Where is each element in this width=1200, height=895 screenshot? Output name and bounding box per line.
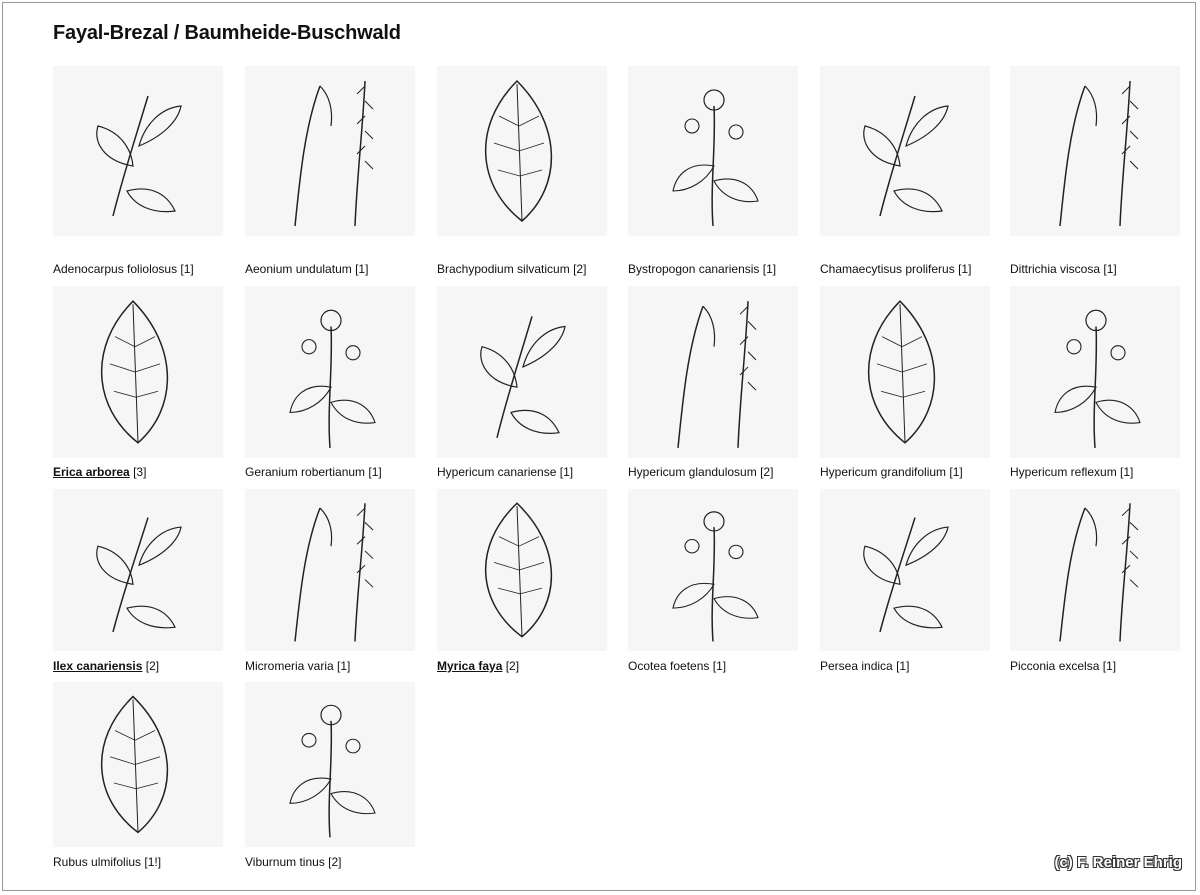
plant-count: [1]	[180, 262, 194, 276]
plant-sketch-dittrichia-viscosa	[1010, 66, 1180, 236]
plant-caption: Hypericum grandifolium [1]	[820, 465, 963, 479]
plant-count: [2]	[760, 465, 774, 479]
plant-count: [1]	[337, 659, 351, 673]
plant-name: Adenocarpus foliolosus	[53, 262, 178, 276]
plant-caption: Persea indica [1]	[820, 659, 909, 673]
plant-count: [1]	[712, 659, 727, 673]
plant-sketch-adenocarpus-foliolosus	[53, 66, 223, 236]
plant-name: Hypericum canariense	[437, 465, 557, 479]
plant-name: Aeonium undulatum	[245, 262, 352, 276]
plant-count: [3]	[133, 465, 147, 479]
plant-sketch-chamaecytisus-proliferus	[820, 66, 990, 236]
plant-name[interactable]: Myrica faya	[437, 659, 503, 673]
plant-caption: Ocotea foetens [1]	[628, 659, 726, 673]
plant-count: [1]	[368, 465, 382, 479]
plant-caption: Bystropogon canariensis [1]	[628, 262, 776, 276]
plant-sketch-hypericum-glandulosum	[628, 286, 798, 458]
plant-sketch-rubus-ulmifolius	[53, 682, 223, 847]
plant-caption: Viburnum tinus [2]	[245, 855, 342, 869]
plant-name: Geranium robertianum	[245, 465, 366, 479]
plant-caption: Hypericum reflexum [1]	[1010, 465, 1133, 479]
plant-caption: Brachypodium silvaticum [2]	[437, 262, 586, 276]
plant-caption[interactable]: Myrica faya [2]	[437, 659, 519, 673]
plant-caption[interactable]: Ilex canariensis [2]	[53, 659, 159, 673]
plant-sketch-erica-arborea	[53, 286, 223, 458]
plant-count: [2]	[573, 262, 587, 276]
plant-name[interactable]: Ilex canariensis	[53, 659, 143, 673]
plant-caption: Micromeria varia [1]	[245, 659, 350, 673]
plant-caption: Hypericum glandulosum [2]	[628, 465, 773, 479]
plant-sketch-ocotea-foetens	[628, 489, 798, 651]
plant-count: [1]	[1103, 262, 1117, 276]
plant-sketch-geranium-robertianum	[245, 286, 415, 458]
plant-count: [1]	[896, 659, 910, 673]
plant-caption: Hypericum canariense [1]	[437, 465, 573, 479]
plant-count: [2]	[505, 659, 520, 673]
plant-sketch-ilex-canariensis	[53, 489, 223, 651]
plant-name: Hypericum glandulosum	[628, 465, 757, 479]
plant-count: [2]	[328, 855, 342, 869]
plant-name[interactable]: Erica arborea	[53, 465, 130, 479]
plant-count: [1]	[355, 262, 369, 276]
plant-name: Micromeria varia	[245, 659, 334, 673]
plant-caption: Geranium robertianum [1]	[245, 465, 382, 479]
plant-count: [1!]	[144, 855, 162, 869]
plant-caption: Rubus ulmifolius [1!]	[53, 855, 161, 869]
plant-sketch-bystropogon-canariensis	[628, 66, 798, 236]
plant-name: Hypericum reflexum	[1010, 465, 1117, 479]
plant-count: [2]	[145, 659, 160, 673]
plant-name: Persea indica	[820, 659, 893, 673]
plant-name: Chamaecytisus proliferus	[820, 262, 955, 276]
plant-sketch-aeonium-undulatum	[245, 66, 415, 236]
page-title: Fayal-Brezal / Baumheide-Buschwald	[53, 22, 401, 44]
plant-name: Hypericum grandifolium	[820, 465, 947, 479]
plant-caption[interactable]: Erica arborea [3]	[53, 465, 146, 479]
plant-sketch-viburnum-tinus	[245, 682, 415, 847]
plant-caption: Adenocarpus foliolosus [1]	[53, 262, 194, 276]
plant-count: [1]	[1120, 465, 1134, 479]
plant-sketch-picconia-excelsa	[1010, 489, 1180, 651]
plant-name: Ocotea foetens	[628, 659, 710, 673]
plant-name: Picconia excelsa	[1010, 659, 1100, 673]
plant-count: [1]	[958, 262, 972, 276]
plant-name: Rubus ulmifolius	[53, 855, 142, 869]
plant-sketch-hypericum-grandifolium	[820, 286, 990, 458]
plant-count: [1]	[949, 465, 963, 479]
plant-name: Brachypodium silvaticum	[437, 262, 570, 276]
plant-sketch-micromeria-varia	[245, 489, 415, 651]
plant-name: Viburnum tinus	[245, 855, 325, 869]
plant-caption: Picconia excelsa [1]	[1010, 659, 1116, 673]
plant-count: [1]	[762, 262, 777, 276]
plant-caption: Aeonium undulatum [1]	[245, 262, 368, 276]
plant-count: [1]	[559, 465, 574, 479]
plant-caption: Dittrichia viscosa [1]	[1010, 262, 1117, 276]
plant-sketch-hypericum-canariense	[437, 286, 607, 458]
plant-sketch-brachypodium-silvaticum	[437, 66, 607, 236]
plant-name: Bystropogon canariensis	[628, 262, 760, 276]
plant-caption: Chamaecytisus proliferus [1]	[820, 262, 971, 276]
copyright-notice: (c) F. Reiner Ehrig	[1054, 854, 1182, 871]
plant-sketch-persea-indica	[820, 489, 990, 651]
plant-count: [1]	[1102, 659, 1117, 673]
plant-sketch-hypericum-reflexum	[1010, 286, 1180, 458]
plant-sketch-myrica-faya	[437, 489, 607, 651]
plant-name: Dittrichia viscosa	[1010, 262, 1101, 276]
